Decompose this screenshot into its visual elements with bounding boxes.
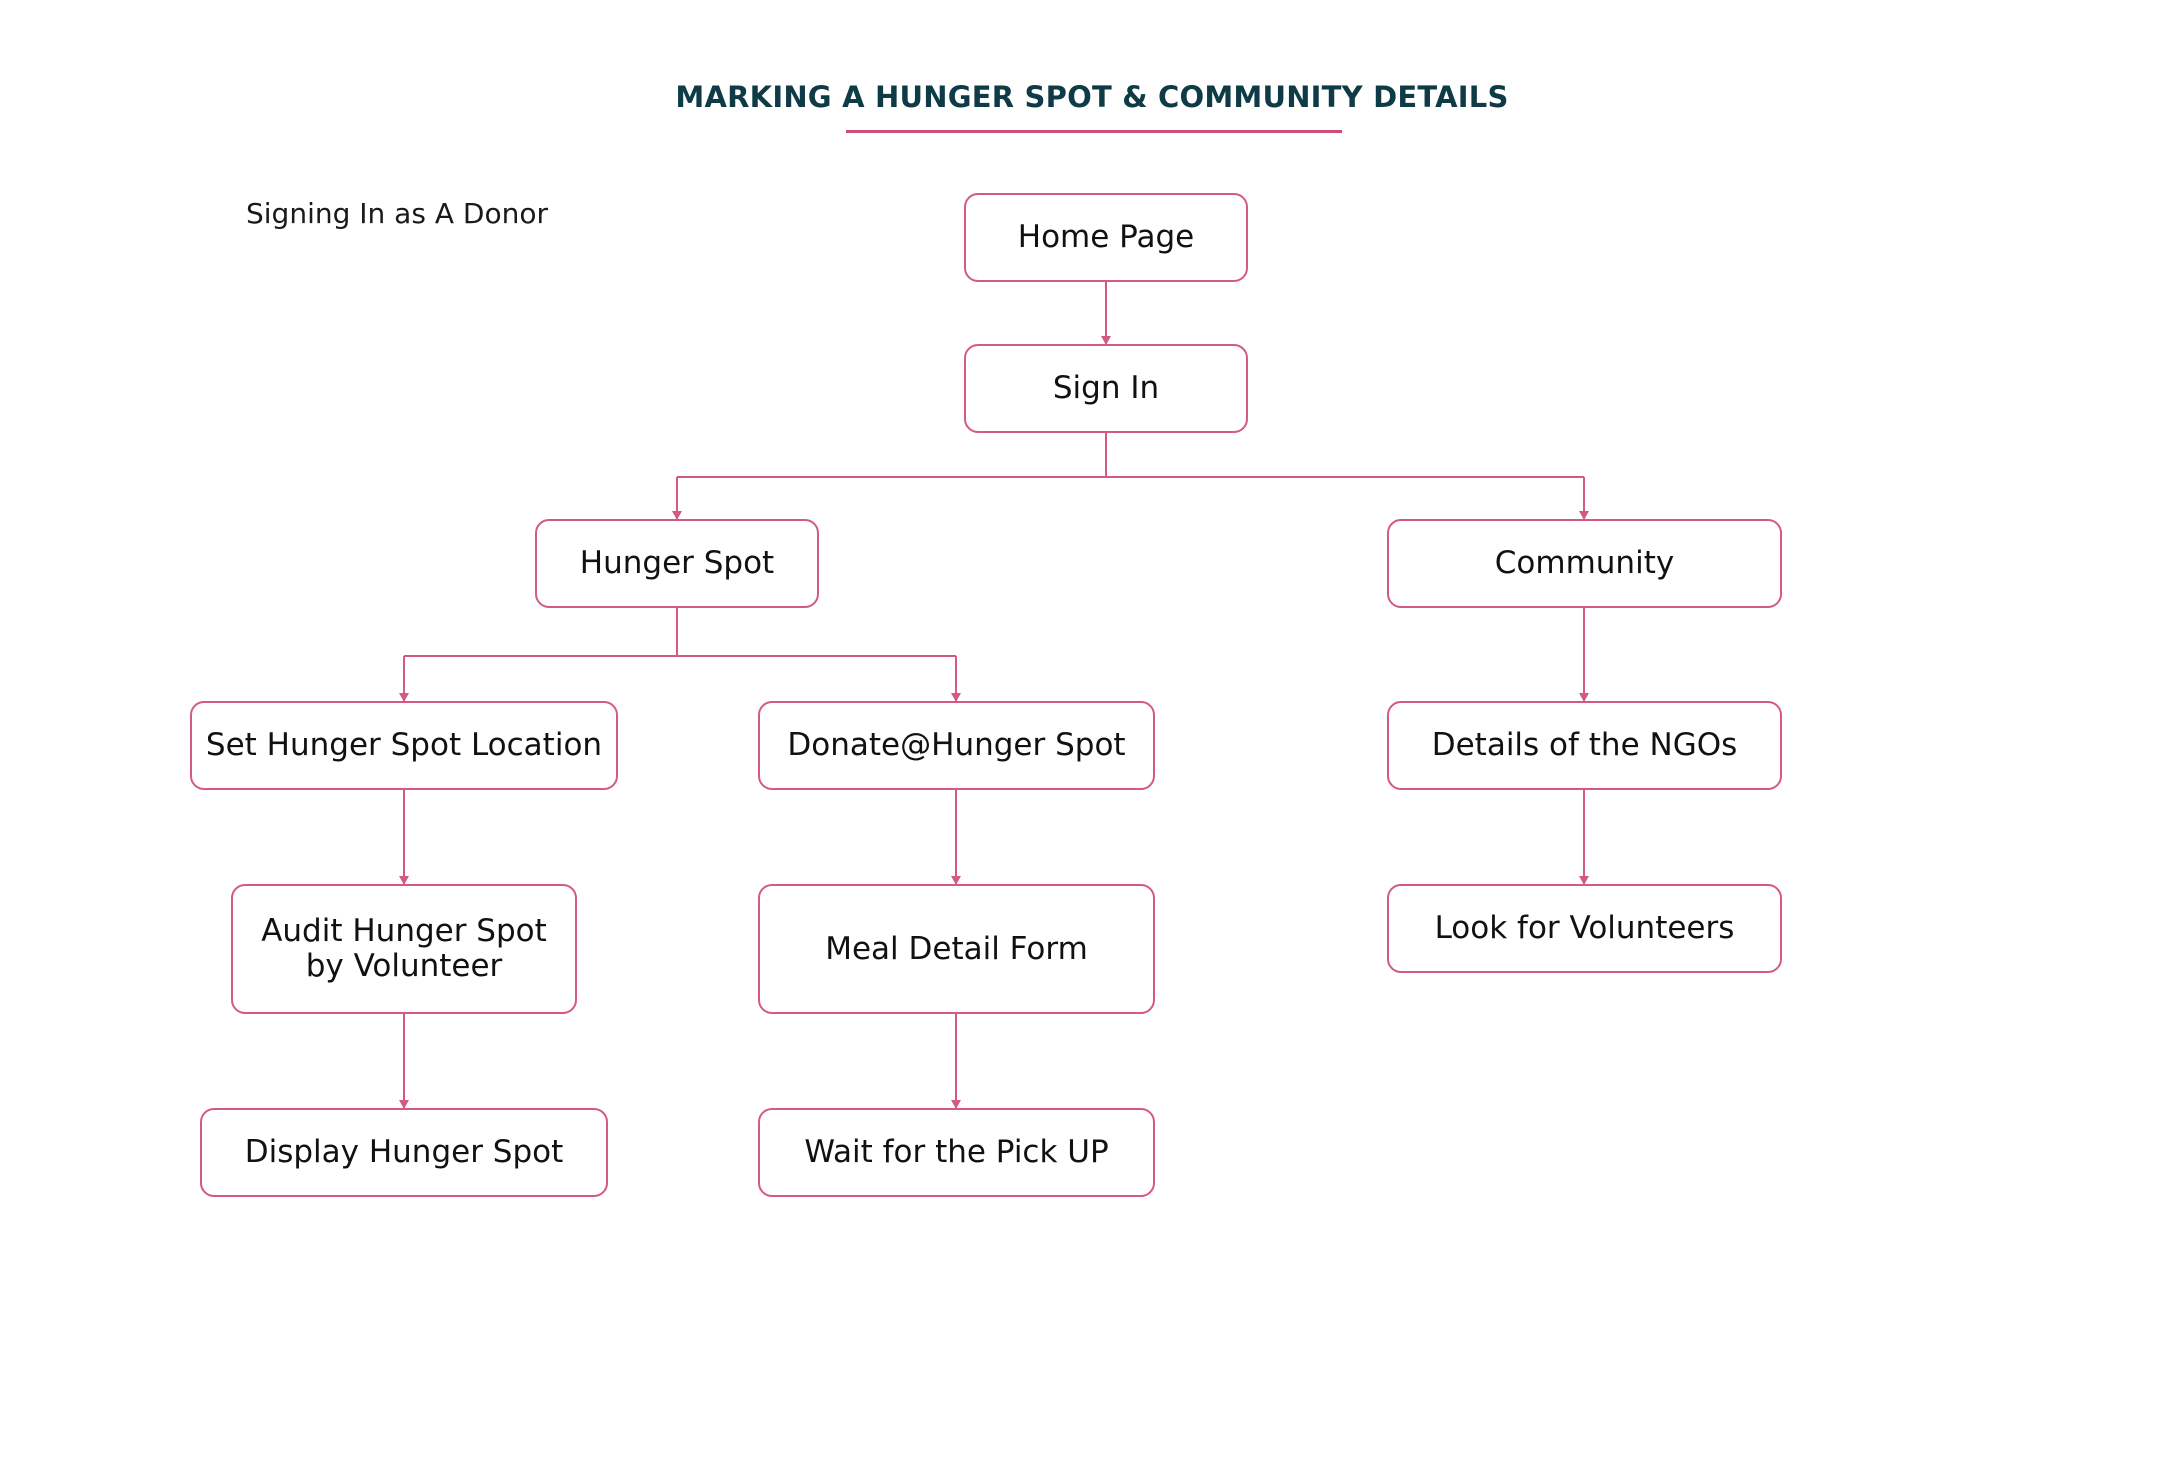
node-label: Display Hunger Spot xyxy=(244,1134,564,1171)
node-look-for-volunteers: Look for Volunteers xyxy=(1387,884,1782,973)
node-label: Home Page xyxy=(1017,219,1195,256)
diagram-subtitle: Signing In as A Donor xyxy=(246,197,548,230)
node-community: Community xyxy=(1387,519,1782,608)
node-label: Meal Detail Form xyxy=(825,930,1088,967)
node-display-hunger-spot: Display Hunger Spot xyxy=(200,1108,608,1197)
node-wait-for-pickup: Wait for the Pick UP xyxy=(758,1108,1155,1197)
node-set-hunger-spot-location: Set Hunger Spot Location xyxy=(190,701,618,790)
node-audit-hunger-spot: Audit Hunger Spot by Volunteer xyxy=(231,884,577,1014)
node-label: Set Hunger Spot Location xyxy=(205,727,603,764)
node-hunger-spot: Hunger Spot xyxy=(535,519,819,608)
title-underline xyxy=(846,130,1342,133)
node-label: Donate@Hunger Spot xyxy=(787,727,1126,764)
node-label: Community xyxy=(1494,545,1675,582)
node-label-line2: by Volunteer xyxy=(305,948,503,984)
node-label: Sign In xyxy=(1052,370,1160,407)
node-label-line1: Audit Hunger Spot xyxy=(261,913,547,950)
node-ngo-details: Details of the NGOs xyxy=(1387,701,1782,790)
diagram-title: MARKING A HUNGER SPOT & COMMUNITY DETAIL… xyxy=(675,80,1509,114)
node-sign-in: Sign In xyxy=(964,344,1248,433)
node-home-page: Home Page xyxy=(964,193,1248,282)
node-meal-detail-form: Meal Detail Form xyxy=(758,884,1155,1014)
node-donate-hunger-spot: Donate@Hunger Spot xyxy=(758,701,1155,790)
node-label: Details of the NGOs xyxy=(1431,727,1738,764)
node-label: Hunger Spot xyxy=(579,545,775,582)
node-label: Wait for the Pick UP xyxy=(804,1134,1109,1171)
node-label: Look for Volunteers xyxy=(1434,910,1735,947)
